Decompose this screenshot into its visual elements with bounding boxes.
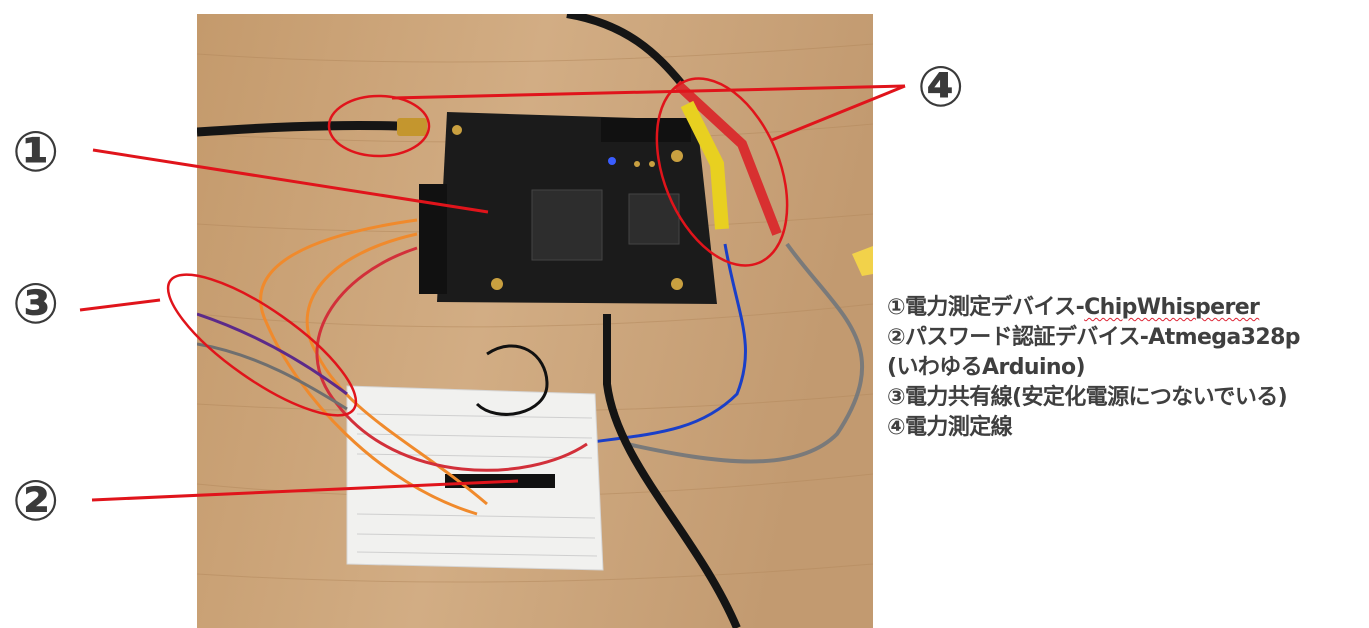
- atmega-chip: [445, 474, 555, 488]
- legend-line-3: (いわゆるArduino): [887, 355, 1086, 380]
- pin-header: [419, 184, 447, 294]
- marker-2: ②: [12, 469, 60, 534]
- callout-line-3: [79, 298, 161, 312]
- legend-line-1-product: ChipWhisperer: [1084, 295, 1260, 320]
- coax-cable-top: [566, 14, 686, 87]
- marker-3: ③: [12, 272, 60, 337]
- legend-line-4: ③電力共有線(安定化電源につないでいる): [887, 385, 1288, 410]
- yellow-object: [852, 246, 873, 276]
- atmel-chip: [628, 193, 680, 245]
- legend: ①電力測定デバイス-ChipWhisperer ②パスワード認証デバイス-Atm…: [887, 293, 1367, 443]
- hardware-setup-photo: [197, 14, 873, 628]
- legend-line-1-prefix: ①電力測定デバイス-: [887, 295, 1085, 320]
- sma-connector: [397, 118, 427, 136]
- usb-cable: [603, 314, 741, 628]
- legend-line-1: ①電力測定デバイス-ChipWhisperer: [887, 293, 1367, 323]
- legend-line-2: ②パスワード認証デバイス-Atmega328p: [887, 325, 1301, 350]
- header-connector-top: [601, 118, 691, 142]
- fpga-chip: [531, 189, 603, 261]
- photo-illustration: [197, 14, 873, 628]
- marker-1: ①: [12, 120, 60, 185]
- legend-line-5: ④電力測定線: [887, 415, 1013, 440]
- grey-wire: [626, 242, 865, 464]
- blue-wire: [576, 243, 747, 446]
- marker-4: ④: [917, 55, 965, 120]
- blue-led: [608, 157, 616, 165]
